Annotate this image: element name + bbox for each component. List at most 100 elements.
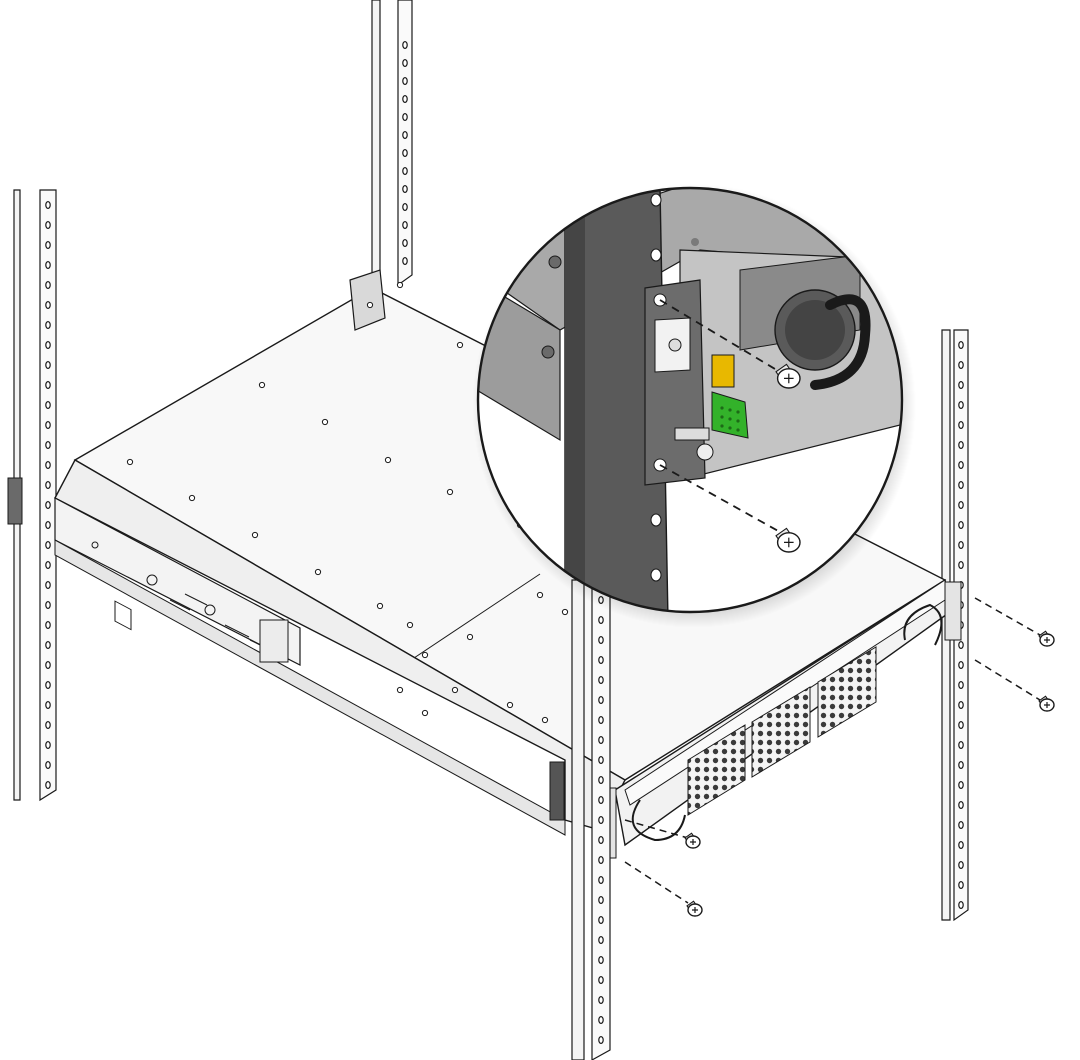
rack-hole — [45, 361, 51, 370]
rack-hole — [45, 421, 51, 430]
rack-hole — [402, 257, 408, 266]
left-front-rack-post — [7, 189, 57, 802]
rack-hole — [402, 221, 408, 230]
top-hole — [188, 494, 196, 502]
rack-hole — [598, 775, 604, 784]
rack-hole — [958, 720, 964, 729]
rack-hole — [650, 513, 662, 527]
rack-hole — [598, 615, 604, 624]
rack-hole — [45, 760, 51, 769]
top-hole — [321, 418, 329, 426]
rack-hole — [958, 680, 964, 689]
top-hole — [126, 458, 134, 466]
top-hole — [258, 381, 266, 389]
front-left-post-holes — [45, 201, 51, 789]
top-hole — [456, 341, 464, 349]
rack-hole — [45, 700, 51, 709]
rack-hole — [958, 700, 964, 709]
rack-hole — [958, 900, 964, 909]
zoom-yellow-connector — [711, 354, 735, 388]
rack-hole — [958, 820, 964, 829]
rack-hole — [45, 501, 51, 510]
rack-hole — [45, 461, 51, 470]
rack-hole — [958, 401, 964, 410]
server-chassis — [54, 269, 962, 859]
left-rear-rack-post — [371, 0, 413, 287]
rack-hole — [598, 835, 604, 844]
rack-hole — [958, 421, 964, 430]
rail-bracket-details — [91, 541, 289, 663]
rack-hole — [958, 540, 964, 549]
rack-hole — [958, 461, 964, 470]
rack-hole — [598, 735, 604, 744]
rack-hole — [598, 695, 604, 704]
screw-icon — [1038, 630, 1055, 647]
side-rail — [54, 497, 301, 666]
rack-hole — [598, 915, 604, 924]
rack-hole — [598, 655, 604, 664]
rack-hole — [598, 935, 604, 944]
rack-hole — [402, 94, 408, 103]
rack-hole — [45, 520, 51, 529]
rack-hole — [650, 248, 662, 262]
top-hole — [396, 686, 404, 694]
rack-hole — [402, 149, 408, 158]
zoom-mounting-ear — [644, 279, 706, 486]
rack-hole — [45, 381, 51, 390]
top-hole — [421, 709, 429, 717]
rack-hole — [598, 995, 604, 1004]
psu-handles — [631, 603, 943, 842]
rack-hole — [402, 58, 408, 67]
rack-hole — [650, 193, 662, 207]
rack-hole — [402, 185, 408, 194]
rack-hole — [598, 815, 604, 824]
rack-hole — [45, 680, 51, 689]
rack-hole — [958, 640, 964, 649]
rack-hole — [402, 76, 408, 85]
top-hole — [466, 633, 474, 641]
rack-hole — [45, 620, 51, 629]
rack-hole — [650, 568, 662, 582]
rack-hole — [45, 221, 51, 230]
chassis-top-holes — [126, 281, 569, 724]
rack-hole — [45, 600, 51, 609]
rack-hole — [402, 239, 408, 248]
rack-hole — [45, 720, 51, 729]
rack-hole — [598, 635, 604, 644]
rack-hole — [598, 1035, 604, 1044]
zoom-screws — [775, 363, 801, 553]
rack-hole — [958, 740, 964, 749]
top-hole — [541, 716, 549, 724]
rack-hole — [598, 855, 604, 864]
rack-hole — [958, 361, 964, 370]
top-hole — [396, 281, 404, 289]
rack-hole — [958, 520, 964, 529]
top-hole — [536, 591, 544, 599]
rack-hole — [45, 560, 51, 569]
rack-hole — [598, 795, 604, 804]
screw-icon — [775, 363, 801, 389]
rack-hole — [402, 112, 408, 121]
rack-hole — [958, 481, 964, 490]
zoom-post-holes — [650, 193, 662, 582]
detail-magnifier — [472, 184, 916, 628]
top-hole — [314, 568, 322, 576]
rack-hole — [45, 261, 51, 270]
rack-hole — [958, 381, 964, 390]
left-rear-bracket — [7, 477, 23, 525]
rear-post-holes — [402, 40, 408, 266]
rack-hole — [598, 1015, 604, 1024]
mounting-screws — [624, 597, 1041, 904]
rack-hole — [402, 40, 408, 49]
top-hole — [406, 621, 414, 629]
top-hole — [366, 301, 374, 309]
rack-hole — [45, 640, 51, 649]
rack-hole — [45, 401, 51, 410]
rack-hole — [45, 341, 51, 350]
rack-hole — [958, 880, 964, 889]
top-hole — [384, 456, 392, 464]
screw-icon — [684, 832, 701, 849]
rack-hole — [598, 675, 604, 684]
rear-mount-bracket — [349, 269, 386, 331]
